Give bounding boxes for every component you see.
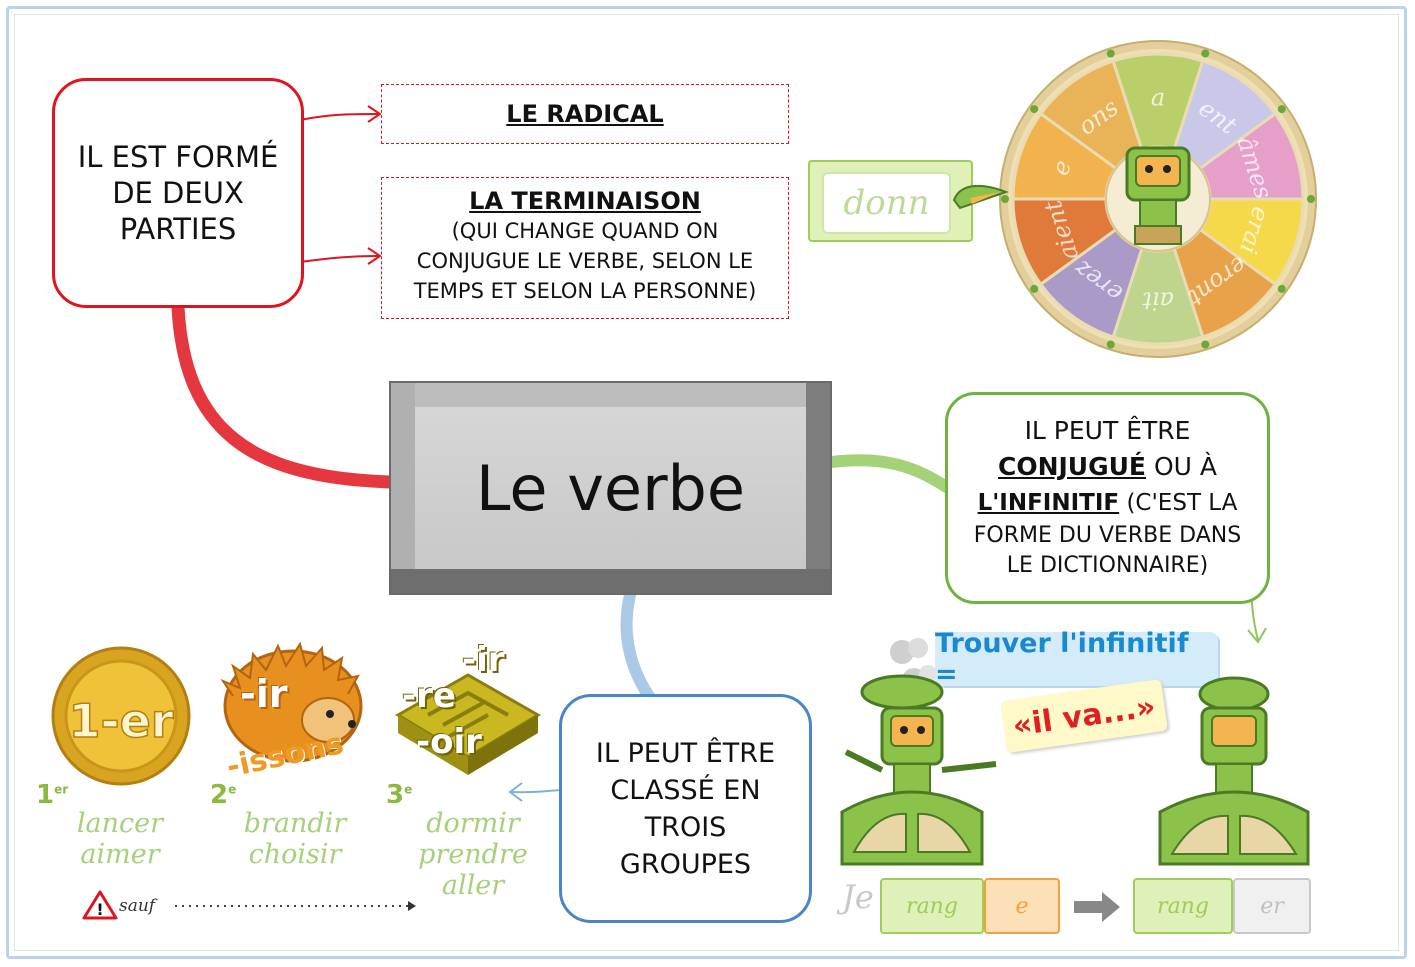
ending-slot-er: er xyxy=(1233,878,1311,934)
conjugue-line-3: L'INFINITIF (C'EST LA xyxy=(948,485,1267,521)
group-2-badge: -ir xyxy=(240,672,288,716)
conjugue-paren: (C'EST LA xyxy=(1126,490,1238,516)
conjugue-line: FORME DU VERBE DANS xyxy=(973,523,1242,548)
blue-branch xyxy=(620,589,656,704)
terminaison-line: (QUI CHANGE QUAND ON xyxy=(451,219,719,243)
radical-slot-left: rang xyxy=(880,878,984,934)
radical-slot-right: rang xyxy=(1133,878,1233,934)
wheel-pin xyxy=(1106,340,1115,349)
center-node: Le verbe xyxy=(389,381,832,595)
verb-example: aller xyxy=(441,870,505,901)
svg-text:!: ! xyxy=(96,900,103,919)
radical-box: LE RADICAL xyxy=(381,84,789,144)
verb-example: aimer xyxy=(80,839,160,870)
group-2-number: 2e xyxy=(210,780,237,810)
verb-example: prendre xyxy=(418,839,528,870)
radical-tag: donn xyxy=(808,160,973,242)
arrow-to-terminaison xyxy=(299,255,379,263)
groupes-line: GROUPES xyxy=(619,848,752,880)
group-2-words: brandir choisir xyxy=(230,808,360,870)
group-3-number: 3e xyxy=(386,780,413,810)
warning-icon: ! xyxy=(82,890,118,920)
infinitif-word: L'INFINITIF xyxy=(977,490,1120,516)
verb-example: brandir xyxy=(243,808,347,839)
inner-frame xyxy=(14,14,1399,951)
group-3-badge: -ir xyxy=(462,640,505,680)
wheel-pin xyxy=(1201,49,1210,58)
medal-icon: 1-er xyxy=(51,646,191,786)
ending-slot-text: er xyxy=(1260,893,1284,919)
robot-machine-left xyxy=(840,674,997,866)
maze-icon xyxy=(395,673,541,775)
conjugue-word: CONJUGUÉ xyxy=(997,452,1147,481)
arrow-to-radical xyxy=(299,113,379,121)
radical-slot-text: rang xyxy=(906,893,958,919)
radical-label: LE RADICAL xyxy=(506,100,664,128)
radical-slot-text: rang xyxy=(1157,893,1209,919)
robot-icon xyxy=(1125,146,1191,245)
outer-frame xyxy=(6,6,1407,959)
formed-node: IL EST FORMÉ DE DEUX PARTIES xyxy=(52,78,304,308)
wheel-pin xyxy=(1030,105,1039,114)
wheel-pin xyxy=(1307,195,1315,203)
trouver-infinitif-label: Trouver l'infinitif = xyxy=(935,628,1218,690)
groupes-line: IL PEUT ÊTRE xyxy=(595,737,776,769)
wheel-pin xyxy=(1277,284,1286,293)
formed-line: PARTIES xyxy=(119,212,237,246)
verb-example: choisir xyxy=(248,839,342,870)
group-1-number: 1er xyxy=(36,780,69,810)
hedgehog-icon xyxy=(220,641,363,763)
group-3-badge-3: -oir xyxy=(416,722,482,762)
terminaison-title: LA TERMINAISON xyxy=(469,187,701,215)
sauf-label: sauf xyxy=(119,896,156,916)
formed-line: IL EST FORMÉ xyxy=(77,140,279,174)
ending-slot-text: e xyxy=(1015,893,1029,919)
conjugue-line-2: CONJUGUÉ OU À xyxy=(948,449,1267,485)
group-1-words: lancer aimer xyxy=(60,808,180,870)
wheel-ending-label: a xyxy=(1151,84,1165,112)
red-branch xyxy=(171,301,399,489)
robot-machine-right xyxy=(1158,676,1310,866)
green-branch xyxy=(826,454,954,494)
groupes-line: TROIS xyxy=(644,811,727,843)
wheel-pin xyxy=(1001,195,1009,203)
medal-text: 1-er xyxy=(69,694,174,748)
conjugue-line: LE DICTIONNAIRE) xyxy=(1006,553,1209,578)
verb-example: dormir xyxy=(426,808,520,839)
center-title: Le verbe xyxy=(415,407,806,569)
conjugue-node: IL PEUT ÊTRE CONJUGUÉ OU À L'INFINITIF (… xyxy=(945,392,1270,604)
arrow-right-icon xyxy=(1074,892,1120,922)
wheel-pin xyxy=(1277,105,1286,114)
pointer-icon xyxy=(952,184,1009,210)
je-pronoun: Je xyxy=(842,878,874,916)
wheel-pin xyxy=(1030,284,1039,293)
group-3-words: dormir prendre aller xyxy=(408,808,538,901)
conjugue-line: IL PEUT ÊTRE xyxy=(1024,416,1191,445)
wheel-ending-label: ait xyxy=(1142,287,1174,315)
terminaison-line: CONJUGUE LE VERBE, SELON LE xyxy=(416,249,754,273)
terminaison-box: LA TERMINAISON (QUI CHANGE QUAND ON CONJ… xyxy=(381,177,789,319)
conjugue-ou: OU À xyxy=(1153,452,1217,481)
radical-tag-text: donn xyxy=(822,172,951,234)
ending-slot-e: e xyxy=(984,878,1060,934)
verb-example: lancer xyxy=(76,808,164,839)
terminaison-line: TEMPS ET SELON LA PERSONNE) xyxy=(413,279,757,303)
groupes-node: IL PEUT ÊTRE CLASSÉ EN TROIS GROUPES xyxy=(559,694,812,923)
wheel-pin xyxy=(1106,49,1115,58)
wheel-pin xyxy=(1201,340,1210,349)
group-3-badge-2: -re xyxy=(402,676,456,716)
formed-line: DE DEUX xyxy=(112,176,244,210)
groupes-line: CLASSÉ EN xyxy=(610,774,761,806)
